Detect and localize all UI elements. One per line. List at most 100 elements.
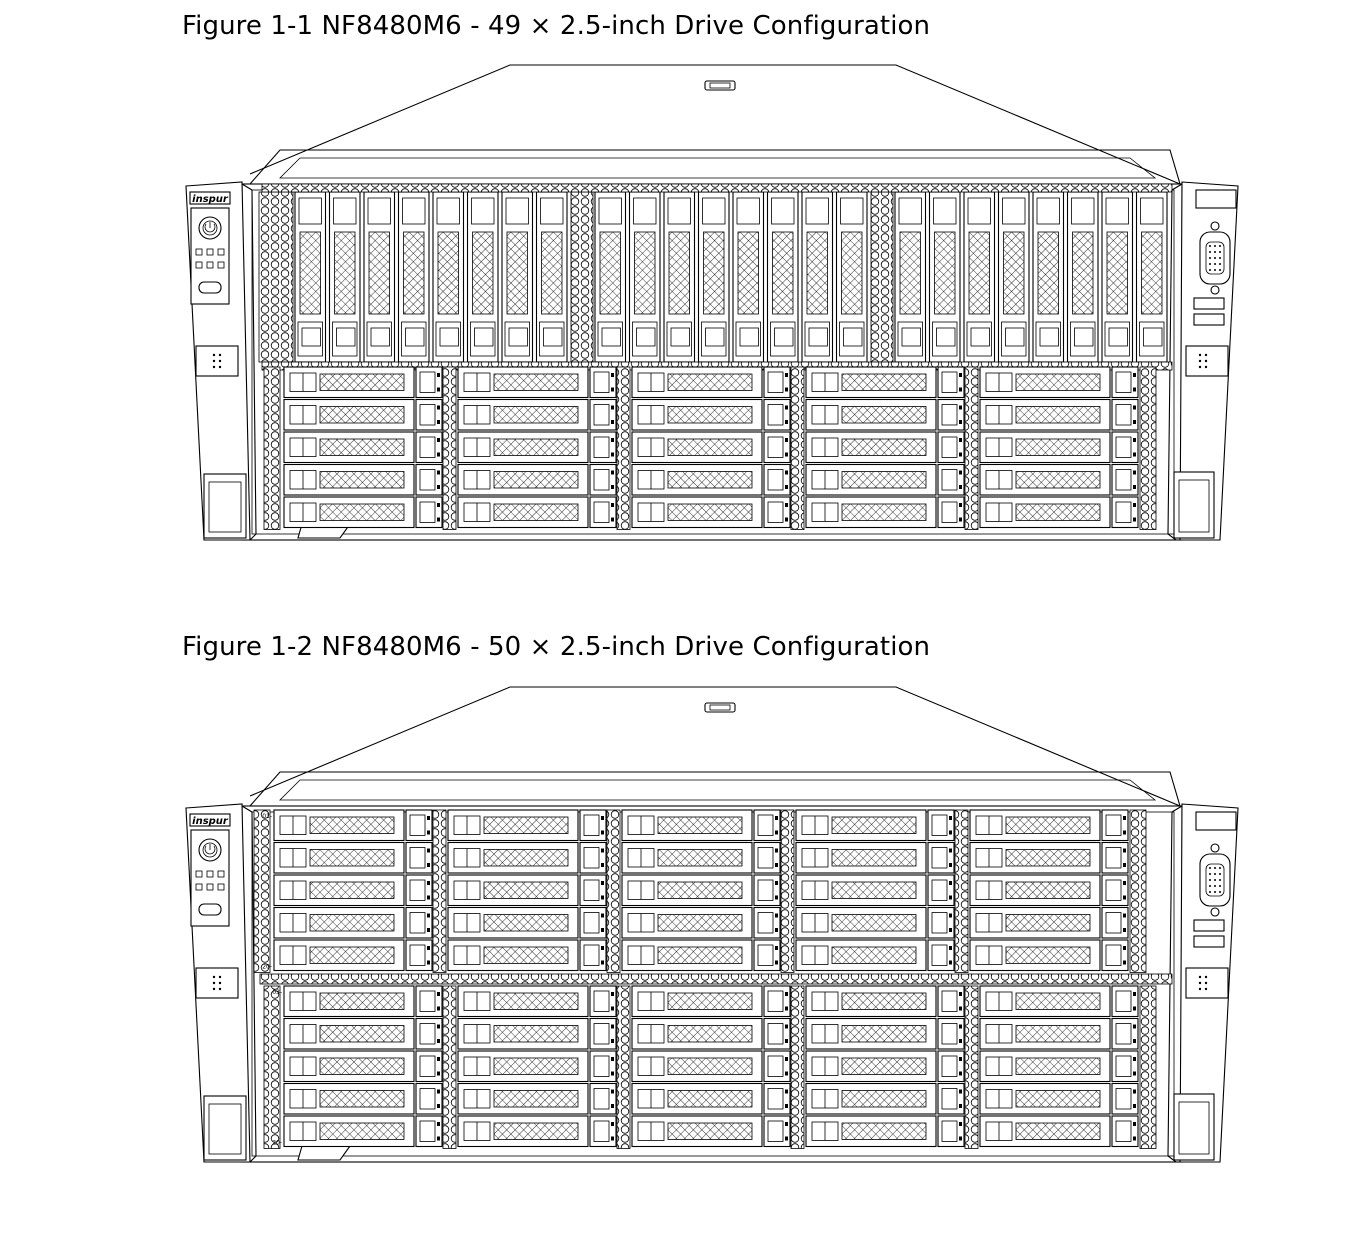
drive-bay-horizontal <box>969 939 1129 972</box>
drive-bay-horizontal <box>795 939 955 972</box>
drive-bay-horizontal <box>805 985 965 1018</box>
drive-status-led <box>601 881 604 885</box>
drive-mesh-panel <box>1015 406 1101 424</box>
drive-status-led <box>775 913 778 918</box>
drive-mesh-panel <box>483 946 569 964</box>
drive-activity-led <box>601 863 604 867</box>
system-status-icon <box>206 883 214 891</box>
drive-mesh-panel <box>483 849 569 867</box>
drive-mesh-panel <box>1037 231 1059 315</box>
top-cover-latch <box>704 702 736 713</box>
drive-handle-top <box>702 197 726 225</box>
drive-activity-led <box>611 1136 614 1141</box>
drive-handle-top <box>1140 197 1164 225</box>
drive-status-led <box>427 946 430 950</box>
drive-latch <box>770 321 796 357</box>
hdd-status-icon <box>195 870 203 878</box>
drive-activity-led <box>427 928 430 932</box>
drive-status-led <box>1133 1024 1136 1029</box>
drive-bay-horizontal <box>621 841 781 874</box>
drive-handle-top <box>1002 197 1026 225</box>
drive-bay-vertical <box>594 191 627 363</box>
drive-activity-led <box>959 485 962 489</box>
drive-bay-horizontal <box>631 1017 791 1050</box>
drive-mesh-panel <box>493 438 579 456</box>
drive-status-led <box>775 816 778 820</box>
drive-mesh-panel <box>657 849 743 867</box>
drive-mesh-panel <box>831 816 917 834</box>
drive-mesh-panel <box>493 992 579 1010</box>
upper-drive-bay <box>258 183 1173 371</box>
drive-bay-horizontal <box>457 985 617 1018</box>
drive-mesh-panel <box>309 849 395 867</box>
drive-bay-horizontal <box>631 398 791 431</box>
drive-activity-led <box>611 485 614 489</box>
drive-mesh-panel <box>831 946 917 964</box>
drive-bay-horizontal <box>979 985 1139 1018</box>
drive-activity-led <box>437 485 440 489</box>
drive-handle-top <box>840 197 864 225</box>
drive-bay-horizontal <box>805 496 965 529</box>
drive-activity-led <box>601 830 604 835</box>
drive-status-led <box>1123 848 1126 853</box>
drive-bay-horizontal <box>969 906 1129 939</box>
drive-bay-horizontal <box>969 841 1129 874</box>
drive-latch <box>1001 321 1027 357</box>
drive-handle-top <box>471 197 495 225</box>
drive-bay-horizontal <box>631 985 791 1018</box>
drive-activity-led <box>785 1136 788 1141</box>
drive-status-led <box>437 1122 440 1126</box>
drive-handle-top <box>898 197 922 225</box>
drive-bay-horizontal <box>447 809 607 842</box>
server-front-view-49-drives: inspur <box>185 64 1239 541</box>
drive-bay-horizontal <box>273 809 433 842</box>
brand-logo: inspur <box>192 816 229 827</box>
drive-status-led <box>1123 946 1126 950</box>
drive-mesh-panel <box>319 1025 405 1043</box>
drive-latch <box>839 321 865 357</box>
drive-status-led <box>1133 1122 1136 1126</box>
drive-activity-led <box>949 863 952 867</box>
drive-activity-led <box>611 387 614 392</box>
drive-mesh-panel <box>483 914 569 932</box>
drive-activity-led <box>611 1104 614 1108</box>
drive-latch <box>297 321 323 357</box>
vga-screw-top <box>1210 221 1220 231</box>
drive-mesh-panel <box>1015 1122 1101 1140</box>
drive-mesh-panel <box>334 231 356 315</box>
top-cover-outline <box>249 64 1181 185</box>
drive-latch <box>401 321 427 357</box>
right-ear-label-area <box>1195 811 1237 831</box>
drive-mesh-panel <box>493 406 579 424</box>
drive-status-led <box>611 438 614 442</box>
drive-bay-vertical <box>963 191 996 363</box>
drive-mesh-panel <box>319 1090 405 1108</box>
drive-mesh-panel <box>667 992 753 1010</box>
drive-mesh-panel <box>368 231 390 315</box>
drive-bay-horizontal <box>283 496 443 529</box>
drive-mesh-panel <box>634 231 656 315</box>
drive-activity-led <box>1133 420 1136 424</box>
drive-bay-vertical <box>466 191 499 363</box>
honeycomb-vent-divider <box>964 366 979 530</box>
honeycomb-vent-divider <box>780 809 795 973</box>
drive-mesh-panel <box>309 946 395 964</box>
drive-bay-horizontal <box>805 1050 965 1083</box>
drive-mesh-panel <box>737 231 759 315</box>
top-cover-front-edge <box>248 771 1181 807</box>
drive-bay-horizontal <box>979 1115 1139 1148</box>
vga-screw-bottom <box>1210 907 1220 917</box>
drive-status-led <box>427 881 430 885</box>
lower-drive-bay <box>263 366 1157 530</box>
drive-activity-led <box>959 452 962 457</box>
drive-mesh-panel <box>667 1090 753 1108</box>
drive-status-led <box>1123 913 1126 918</box>
drive-activity-led <box>1123 895 1126 900</box>
drive-bay-horizontal <box>283 1017 443 1050</box>
drive-latch <box>632 321 658 357</box>
drive-status-led <box>427 848 430 853</box>
drive-handle-top <box>805 197 829 225</box>
drive-activity-led <box>1133 1006 1136 1011</box>
